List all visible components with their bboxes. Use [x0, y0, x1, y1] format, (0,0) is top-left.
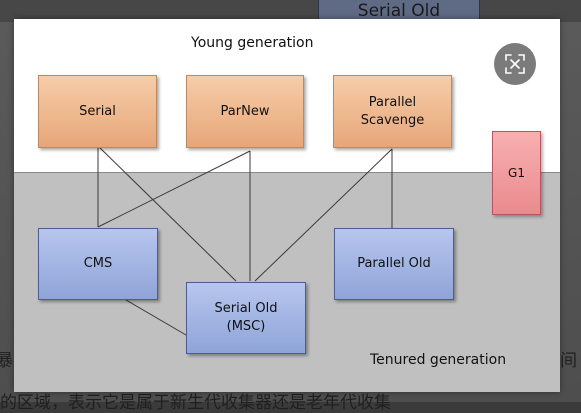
collector-parallel-scavenge-label: Parallel Scavenge	[360, 94, 425, 128]
image-preview-modal: Young generation Tenured generation Seri…	[14, 19, 560, 392]
line-parnew-cms	[97, 150, 251, 228]
collector-serial-old-label: Serial Old (MSC)	[214, 301, 278, 334]
connection-lines	[97, 145, 393, 336]
background-text-left: 暴	[0, 351, 13, 371]
collector-g1-label: G1	[508, 166, 525, 180]
collector-parnew: ParNew	[186, 75, 304, 148]
collector-parnew-label: ParNew	[220, 103, 270, 119]
collector-parallel-old-label: Parallel Old	[357, 256, 431, 271]
background-text-right: 间	[560, 351, 577, 371]
collector-cms: CMS	[38, 228, 158, 300]
collector-parallel-scavenge: Parallel Scavenge	[333, 75, 452, 148]
tenured-generation-label: Tenured generation	[370, 352, 507, 368]
collector-serial-old: Serial Old (MSC)	[186, 282, 306, 354]
line-parallel-scavenge-serial-old	[254, 148, 393, 282]
collector-g1: G1	[492, 131, 541, 215]
collector-serial-label: Serial	[79, 103, 116, 119]
exit-fullscreen-button[interactable]	[494, 43, 536, 85]
line-serial-serial-old	[97, 145, 237, 282]
collector-serial: Serial	[38, 75, 157, 148]
exit-fullscreen-icon	[505, 54, 525, 74]
collector-cms-label: CMS	[83, 256, 113, 271]
young-generation-label: Young generation	[191, 35, 314, 51]
collector-parallel-old: Parallel Old	[334, 228, 454, 300]
line-cms-serial-old	[125, 299, 187, 336]
background-diagram-peek: Serial Old	[318, 0, 480, 23]
